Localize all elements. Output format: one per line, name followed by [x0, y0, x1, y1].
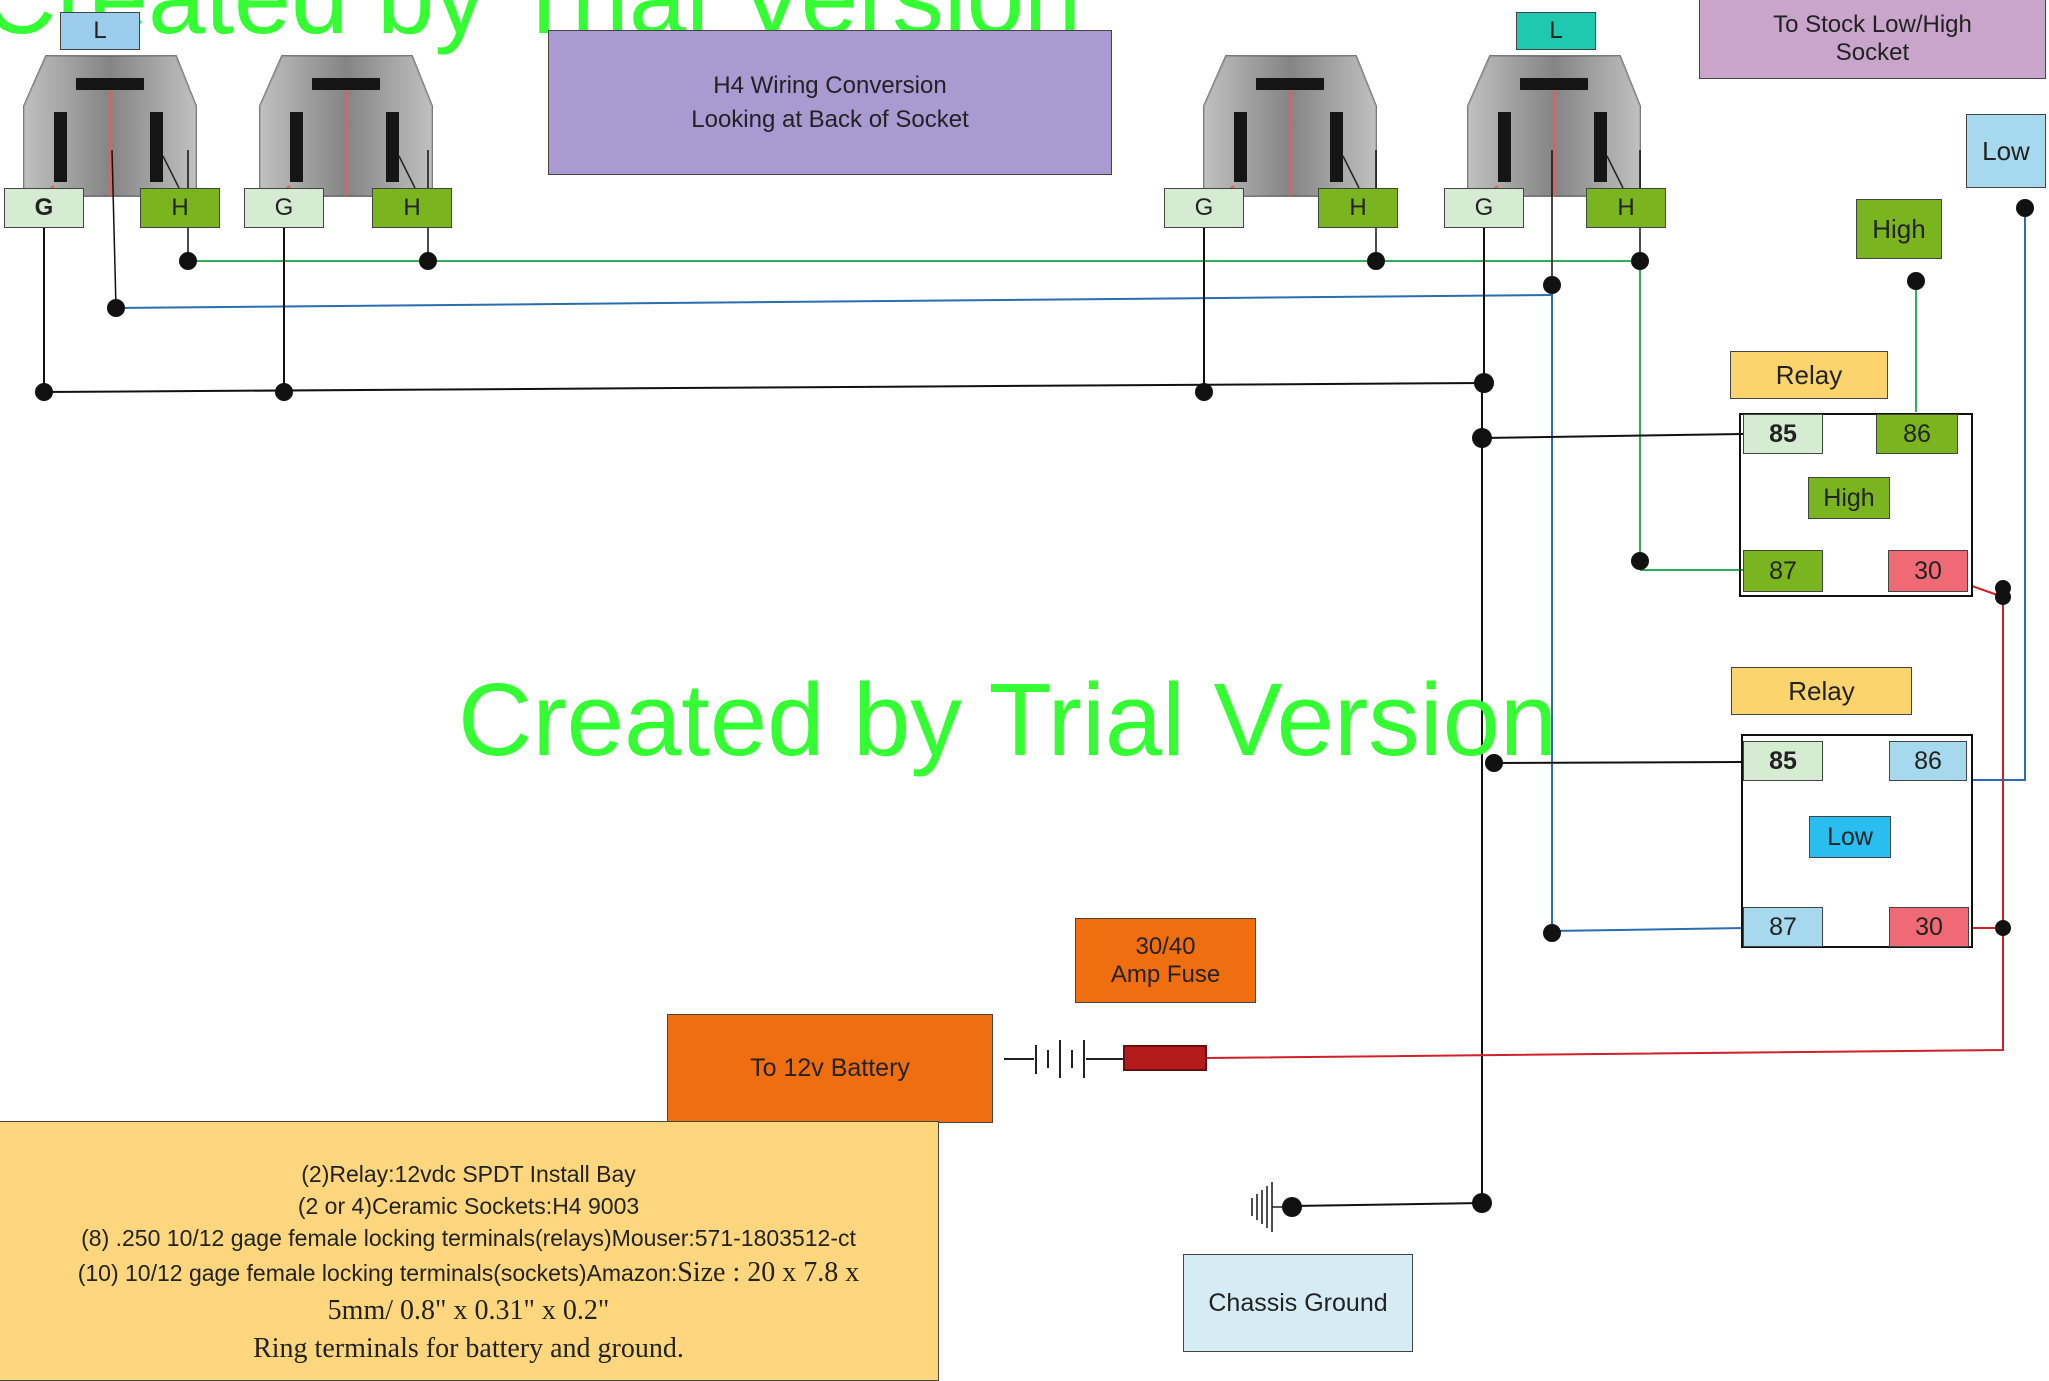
socket-2-ground-label: G: [244, 188, 324, 228]
relay-high-body: [1739, 413, 1973, 597]
relay-low-pin-85: 85: [1743, 741, 1823, 781]
fuse-line-2: Amp Fuse: [1110, 960, 1221, 988]
relay-high-pin-85: 85: [1743, 414, 1823, 454]
relay-low-label: Relay: [1731, 667, 1912, 715]
parts-line-5: 5mm/ 0.8" x 0.31" x 0.2": [327, 1295, 610, 1326]
low-input-label: Low: [1966, 114, 2046, 188]
h4-socket-1: [23, 55, 197, 197]
relay-low-pin-87: 87: [1743, 907, 1823, 947]
relay-high-label: Relay: [1730, 351, 1888, 399]
socket-3-high-label: H: [1318, 188, 1398, 228]
socket-4-ground-label: G: [1444, 188, 1524, 228]
socket-4-low-label: L: [1516, 12, 1596, 50]
high-beam-wire: [188, 260, 1917, 571]
ground-wire: [43, 228, 1744, 1207]
h4-socket-2: [259, 55, 433, 197]
relay-low-center-label: Low: [1809, 816, 1891, 858]
socket-3-ground-label: G: [1164, 188, 1244, 228]
parts-line-4-prefix: (10) 10/12 gage female locking terminals…: [77, 1260, 678, 1286]
fuse-icon: [1123, 1045, 1207, 1071]
relay-low-pin-30: 30: [1889, 907, 1969, 947]
h4-socket-4: [1467, 55, 1641, 197]
chassis-ground-box: Chassis Ground: [1183, 1254, 1413, 1352]
socket-1-low-label: L: [60, 12, 140, 50]
high-input-label: High: [1856, 199, 1942, 259]
junction-dots: [35, 199, 2034, 1217]
parts-line-3: (8) .250 10/12 gage female locking termi…: [81, 1225, 856, 1251]
parts-line-1: (2)Relay:12vdc SPDT Install Bay: [301, 1161, 636, 1187]
parts-line-4: (10) 10/12 gage female locking terminals…: [78, 1254, 860, 1292]
socket-1-high-label: H: [140, 188, 220, 228]
socket-2-high-label: H: [372, 188, 452, 228]
parts-line-6: Ring terminals for battery and ground.: [253, 1333, 684, 1364]
relay-low-body: [1741, 734, 1973, 948]
fuse-line-1: 30/40: [1135, 932, 1196, 960]
watermark-center: Created by Trial Version: [458, 662, 1558, 777]
stock-socket-line-2: Socket: [1835, 38, 1910, 66]
parts-list-box: (2)Relay:12vdc SPDT Install Bay (2 or 4)…: [0, 1121, 939, 1381]
stock-socket-box: To Stock Low/High Socket: [1699, 0, 2046, 79]
relay-low-pin-86: 86: [1889, 741, 1967, 781]
parts-line-4-suffix: Size : 20 x 7.8 x: [677, 1257, 860, 1288]
battery-symbol: [1004, 1040, 1124, 1078]
title-box: H4 Wiring Conversion Looking at Back of …: [548, 30, 1112, 175]
relay-high-pin-30: 30: [1888, 550, 1968, 592]
socket-1-ground-label: G: [4, 188, 84, 228]
stock-socket-line-1: To Stock Low/High: [1773, 10, 1972, 38]
title-line-1: H4 Wiring Conversion: [713, 71, 947, 99]
relay-high-center-label: High: [1808, 477, 1890, 519]
socket-4-high-label: H: [1586, 188, 1666, 228]
h4-socket-3: [1203, 55, 1377, 197]
fuse-label-box: 30/40 Amp Fuse: [1075, 918, 1256, 1003]
title-line-2: Looking at Back of Socket: [691, 105, 969, 133]
battery-box: To 12v Battery: [667, 1014, 993, 1123]
relay-high-pin-86: 86: [1876, 414, 1958, 454]
relay-high-pin-87: 87: [1743, 550, 1823, 592]
parts-line-2: (2 or 4)Ceramic Sockets:H4 9003: [297, 1193, 640, 1219]
